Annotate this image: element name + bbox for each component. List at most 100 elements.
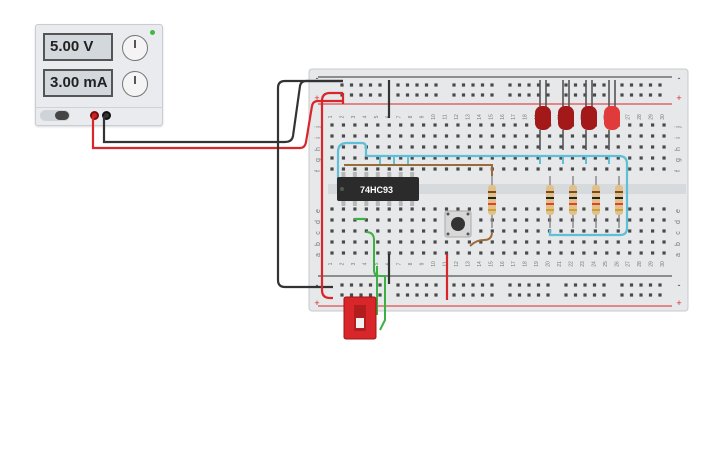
breadboard-hole[interactable]: [399, 229, 403, 233]
breadboard-hole[interactable]: [570, 167, 575, 171]
breadboard-hole[interactable]: [570, 240, 575, 244]
breadboard-hole[interactable]: [359, 83, 363, 87]
breadboard-hole[interactable]: [399, 240, 403, 244]
breadboard-hole[interactable]: [639, 218, 643, 222]
breadboard-hole[interactable]: [444, 156, 449, 160]
breadboard-hole[interactable]: [582, 167, 586, 171]
breadboard-hole[interactable]: [502, 218, 506, 222]
breadboard-hole[interactable]: [396, 93, 400, 97]
breadboard-hole[interactable]: [410, 251, 414, 255]
breadboard-hole[interactable]: [433, 156, 437, 160]
breadboard-hole[interactable]: [434, 283, 438, 287]
breadboard-hole[interactable]: [490, 156, 494, 160]
breadboard-hole[interactable]: [527, 93, 531, 97]
breadboard-hole[interactable]: [422, 123, 426, 127]
breadboard-hole[interactable]: [616, 156, 620, 160]
wire-brown-top[interactable]: [344, 164, 493, 176]
breadboard-hole[interactable]: [602, 283, 606, 287]
breadboard-hole[interactable]: [582, 156, 586, 160]
breadboard-hole[interactable]: [376, 167, 380, 171]
breadboard-hole[interactable]: [353, 167, 357, 171]
breadboard-hole[interactable]: [502, 156, 506, 160]
breadboard-hole[interactable]: [513, 134, 517, 138]
resistor-4[interactable]: [592, 176, 600, 228]
breadboard-hole[interactable]: [359, 93, 363, 97]
breadboard-hole[interactable]: [387, 145, 391, 149]
breadboard-hole[interactable]: [405, 293, 410, 297]
breadboard-hole[interactable]: [349, 93, 354, 97]
breadboard-hole[interactable]: [658, 293, 662, 297]
breadboard-hole[interactable]: [573, 293, 578, 297]
breadboard-hole[interactable]: [405, 283, 410, 287]
slide-switch[interactable]: [343, 296, 377, 340]
breadboard-hole[interactable]: [536, 207, 540, 211]
breadboard-hole[interactable]: [467, 207, 471, 211]
breadboard-hole[interactable]: [508, 93, 512, 97]
breadboard-hole[interactable]: [471, 293, 475, 297]
breadboard-hole[interactable]: [399, 207, 403, 211]
breadboard-hole[interactable]: [399, 123, 403, 127]
voltage-knob[interactable]: [122, 35, 148, 61]
breadboard-hole[interactable]: [422, 167, 426, 171]
breadboard-hole[interactable]: [467, 156, 471, 160]
breadboard-hole[interactable]: [415, 293, 419, 297]
breadboard-hole[interactable]: [330, 251, 334, 255]
breadboard-hole[interactable]: [513, 218, 517, 222]
breadboard-hole[interactable]: [639, 283, 643, 287]
breadboard-hole[interactable]: [364, 156, 368, 160]
breadboard-hole[interactable]: [651, 207, 655, 211]
breadboard-hole[interactable]: [628, 167, 632, 171]
breadboard-hole[interactable]: [433, 145, 437, 149]
breadboard-hole[interactable]: [471, 83, 475, 87]
breadboard-hole[interactable]: [628, 207, 632, 211]
breadboard-hole[interactable]: [573, 283, 578, 287]
breadboard-hole[interactable]: [517, 293, 522, 297]
breadboard-hole[interactable]: [341, 167, 346, 171]
breadboard-hole[interactable]: [582, 240, 586, 244]
breadboard-hole[interactable]: [639, 240, 643, 244]
breadboard-hole[interactable]: [479, 145, 483, 149]
breadboard-hole[interactable]: [434, 83, 438, 87]
resistor-2[interactable]: [546, 176, 554, 228]
breadboard-hole[interactable]: [399, 167, 403, 171]
breadboard-hole[interactable]: [364, 123, 368, 127]
breadboard-hole[interactable]: [651, 123, 655, 127]
breadboard-hole[interactable]: [639, 83, 643, 87]
breadboard-hole[interactable]: [605, 134, 609, 138]
breadboard-hole[interactable]: [410, 156, 414, 160]
breadboard-hole[interactable]: [602, 293, 606, 297]
breadboard-hole[interactable]: [490, 293, 494, 297]
breadboard-hole[interactable]: [629, 283, 634, 287]
breadboard-hole[interactable]: [547, 156, 552, 160]
breadboard-hole[interactable]: [341, 229, 346, 233]
breadboard-hole[interactable]: [547, 145, 552, 149]
breadboard-hole[interactable]: [616, 145, 620, 149]
breadboard-hole[interactable]: [546, 283, 550, 287]
breadboard-hole[interactable]: [651, 167, 655, 171]
breadboard-hole[interactable]: [525, 156, 529, 160]
breadboard-hole[interactable]: [341, 123, 346, 127]
breadboard-hole[interactable]: [570, 229, 575, 233]
resistor-5[interactable]: [615, 176, 623, 228]
breadboard-hole[interactable]: [628, 251, 632, 255]
breadboard-hole[interactable]: [422, 251, 426, 255]
breadboard-hole[interactable]: [651, 134, 655, 138]
breadboard-hole[interactable]: [378, 283, 382, 287]
breadboard-hole[interactable]: [467, 123, 471, 127]
breadboard-hole[interactable]: [536, 251, 540, 255]
breadboard-hole[interactable]: [508, 83, 512, 87]
breadboard-hole[interactable]: [353, 240, 357, 244]
breadboard-hole[interactable]: [582, 229, 586, 233]
breadboard-hole[interactable]: [410, 229, 414, 233]
breadboard-hole[interactable]: [559, 134, 563, 138]
breadboard-hole[interactable]: [456, 156, 460, 160]
breadboard-hole[interactable]: [593, 167, 597, 171]
breadboard-hole[interactable]: [525, 207, 529, 211]
breadboard-hole[interactable]: [502, 251, 506, 255]
breadboard-hole[interactable]: [651, 251, 655, 255]
breadboard-hole[interactable]: [467, 145, 471, 149]
breadboard-hole[interactable]: [490, 93, 494, 97]
breadboard-hole[interactable]: [513, 251, 517, 255]
breadboard-hole[interactable]: [456, 207, 460, 211]
breadboard-hole[interactable]: [648, 93, 653, 97]
